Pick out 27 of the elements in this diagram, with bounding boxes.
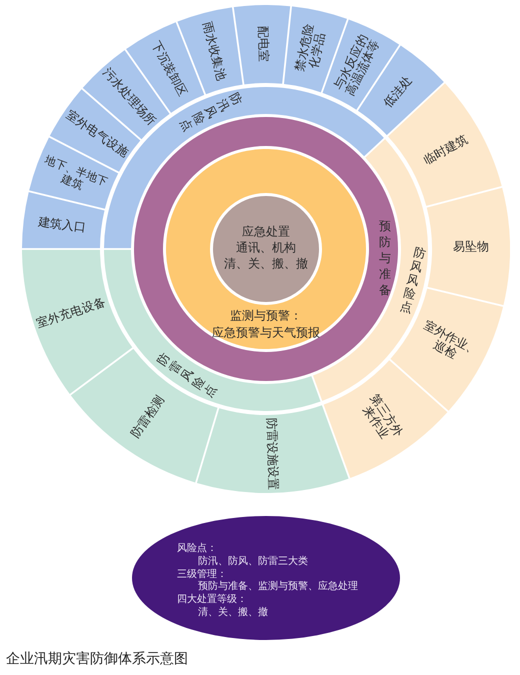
note-text: 防汛、防风、防雷三大类 xyxy=(198,556,308,568)
cell-label: 低洼处 xyxy=(382,74,415,110)
note-text: 风险点： xyxy=(177,543,217,555)
cell-label: 与水反应的高温流体等 xyxy=(332,32,383,99)
segment-label: 防风风险点 xyxy=(398,244,427,316)
cell-label: 临时建筑 xyxy=(421,132,470,168)
cell-label: 禁水危险化学品 xyxy=(293,22,329,74)
cell-label: 配电室 xyxy=(256,26,270,62)
cell-label: 室外充电设备 xyxy=(35,296,108,331)
ring-label: 监测与预警： xyxy=(230,310,302,322)
cell-label: 雨水收集池 xyxy=(200,20,228,82)
cell-label: 第三方外来作业 xyxy=(359,390,406,443)
cell-label: 建筑入口 xyxy=(38,215,88,234)
ring-label: 应急预警与天气预报 xyxy=(212,326,320,340)
center-label: 清、关、搬、撤 xyxy=(224,258,308,270)
cell-label: 易坠物 xyxy=(452,240,490,254)
cell-label: 室外作业、巡检 xyxy=(420,318,482,364)
ring-label: 预防与准备 xyxy=(379,218,391,298)
note-text: 预防与准备、监测与预警、应急处理 xyxy=(198,581,358,594)
center-label: 通讯、机构 xyxy=(236,242,296,254)
note-text: 三级管理： xyxy=(177,568,227,580)
note-text: 清、关、搬、撤 xyxy=(198,607,268,619)
caption: 企业汛期灾害防御体系示意图 xyxy=(6,652,188,668)
center-label: 应急处置 xyxy=(242,226,290,238)
cell-label: 防雷设施设置 xyxy=(264,418,280,490)
note-text: 四大处置等级： xyxy=(177,594,247,606)
cell-label: 防雷检测 xyxy=(129,394,168,440)
